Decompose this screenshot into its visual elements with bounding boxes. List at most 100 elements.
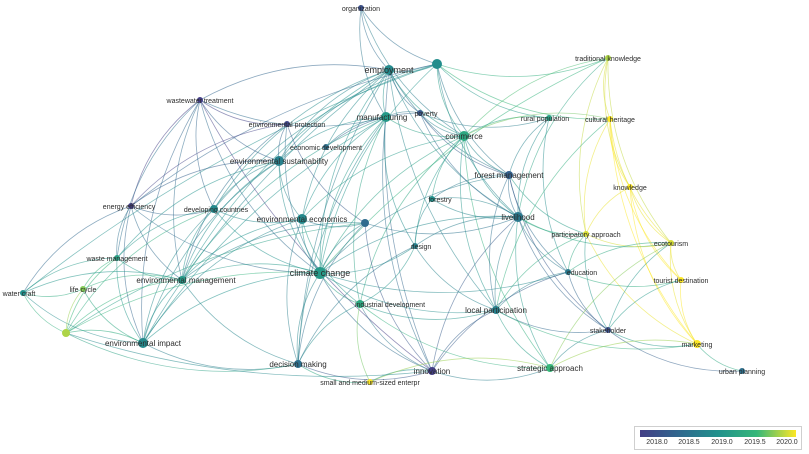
edge-stakeholder-strategic_approach bbox=[549, 329, 609, 369]
edge-forest_management-forestry bbox=[431, 174, 510, 200]
node-knowledge[interactable] bbox=[627, 184, 633, 190]
node-traditional_knowledge[interactable] bbox=[605, 55, 611, 61]
node-developing_countries[interactable] bbox=[210, 205, 218, 213]
edge-waste_management-water_craft bbox=[22, 257, 118, 294]
edge-employment-forest_management bbox=[388, 69, 510, 176]
node-organization[interactable] bbox=[358, 5, 364, 11]
node-ecotourism[interactable] bbox=[668, 240, 674, 246]
edge-decision_making-small_medium bbox=[297, 363, 371, 383]
edge-innovation-small_medium bbox=[369, 369, 433, 383]
edge-climate_change-local_participation bbox=[319, 272, 497, 314]
edge-climate_change-design bbox=[319, 245, 416, 274]
node-poverty[interactable] bbox=[417, 110, 423, 116]
edge-hub_top-livelihood bbox=[436, 63, 519, 218]
edge-industrial_development-strategic_approach bbox=[359, 303, 551, 369]
edge-forest_management-education bbox=[508, 174, 569, 273]
node-small_medium[interactable] bbox=[367, 379, 373, 385]
edge-organization-employment bbox=[360, 7, 390, 71]
edge-education-innovation bbox=[431, 271, 569, 372]
edge-environmental_economics-environmental_impact bbox=[142, 218, 303, 344]
edge-water_craft-hub_left bbox=[22, 292, 67, 334]
node-forest_management[interactable] bbox=[505, 171, 513, 179]
edge-wastewater_treatment-developing_countries bbox=[195, 99, 215, 210]
edge-energy_efficiency-developing_countries bbox=[130, 205, 215, 216]
node-climate_change[interactable] bbox=[314, 267, 326, 279]
node-rural_population[interactable] bbox=[546, 115, 552, 121]
edge-organization-commerce bbox=[360, 7, 465, 137]
edge-environmental_management-hub_left bbox=[65, 279, 183, 334]
edge-hub_mid-hub_left bbox=[65, 222, 366, 334]
node-manufacturing[interactable] bbox=[381, 112, 391, 122]
legend-tick: 2018.5 bbox=[678, 439, 700, 446]
node-industrial_development[interactable] bbox=[356, 300, 364, 308]
node-cultural_heritage[interactable] bbox=[607, 116, 613, 122]
node-hub_mid[interactable] bbox=[361, 219, 369, 227]
edge-rural_population-education bbox=[542, 117, 569, 273]
node-participatory_approach[interactable] bbox=[583, 231, 589, 237]
node-education[interactable] bbox=[565, 269, 571, 275]
edge-cultural_heritage-commerce bbox=[463, 112, 611, 137]
edge-hub_mid-decision_making bbox=[297, 222, 366, 365]
edge-industrial_development-innovation bbox=[359, 303, 433, 372]
node-environmental_management[interactable] bbox=[178, 276, 186, 284]
node-livelihood[interactable] bbox=[513, 212, 523, 222]
label-developing_countries: developing countries bbox=[184, 207, 249, 214]
edge-marketing-strategic_approach bbox=[549, 339, 698, 369]
legend-tick: 2019.5 bbox=[744, 439, 766, 446]
edge-cultural_heritage-knowledge bbox=[609, 118, 631, 188]
edge-environmental_sustainability-developing_countries bbox=[213, 160, 280, 210]
node-tourist_destination[interactable] bbox=[678, 277, 684, 283]
node-life_cycle[interactable] bbox=[80, 286, 86, 292]
edge-environmental_economics-hub_mid bbox=[301, 218, 366, 228]
edge-livelihood-education bbox=[517, 216, 569, 273]
edge-waste_management-life_cycle bbox=[82, 257, 118, 290]
node-hub_top[interactable] bbox=[432, 59, 442, 69]
label-education: education bbox=[567, 270, 597, 277]
edge-employment-environmental_economics bbox=[301, 69, 390, 220]
edge-environmental_protection-climate_change bbox=[284, 123, 321, 274]
node-waste_management[interactable] bbox=[114, 255, 120, 261]
edge-employment-local_participation bbox=[388, 69, 497, 311]
node-environmental_protection[interactable] bbox=[284, 121, 290, 127]
node-forestry[interactable] bbox=[429, 196, 435, 202]
node-stakeholder[interactable] bbox=[605, 327, 611, 333]
node-environmental_sustainability[interactable] bbox=[274, 156, 284, 166]
edge-poverty-forest_management bbox=[419, 112, 510, 176]
node-water_craft[interactable] bbox=[20, 290, 26, 296]
edge-waste_management-environmental_impact bbox=[116, 257, 144, 344]
label-rural_population: rural population bbox=[521, 116, 569, 123]
node-employment[interactable] bbox=[384, 65, 394, 75]
node-strategic_approach[interactable] bbox=[546, 364, 554, 372]
edge-ecotourism-education bbox=[567, 242, 672, 273]
node-decision_making[interactable] bbox=[294, 360, 302, 368]
edge-energy_efficiency-environmental_management bbox=[130, 205, 183, 281]
edge-manufacturing-environmental_management bbox=[181, 116, 387, 281]
node-environmental_impact[interactable] bbox=[138, 338, 148, 348]
edge-rural_population-forest_management bbox=[508, 117, 550, 176]
node-innovation[interactable] bbox=[428, 367, 436, 375]
node-hub_left[interactable] bbox=[62, 329, 70, 337]
node-economic_development[interactable] bbox=[323, 144, 329, 150]
node-local_participation[interactable] bbox=[492, 306, 500, 314]
edge-cultural_heritage-marketing bbox=[609, 118, 698, 345]
edge-traditional_knowledge-participatory_approach bbox=[578, 57, 609, 235]
node-environmental_economics[interactable] bbox=[297, 214, 307, 224]
node-wastewater_treatment[interactable] bbox=[197, 97, 203, 103]
edge-manufacturing-design bbox=[383, 116, 416, 247]
edge-energy_efficiency-waste_management bbox=[116, 205, 132, 259]
node-urban_planning[interactable] bbox=[739, 368, 745, 374]
edge-hub_top-cultural_heritage bbox=[436, 63, 611, 120]
edge-livelihood-local_participation bbox=[494, 216, 519, 311]
node-energy_efficiency[interactable] bbox=[128, 203, 134, 209]
edge-manufacturing-decision_making bbox=[297, 116, 387, 365]
node-marketing[interactable] bbox=[693, 340, 701, 348]
label-strategic_approach: strategic approach bbox=[517, 364, 583, 373]
edge-marketing-urban_planning bbox=[696, 343, 743, 372]
legend-tick: 2020.0 bbox=[776, 439, 798, 446]
node-design[interactable] bbox=[412, 243, 418, 249]
label-local_participation: local participation bbox=[465, 306, 527, 315]
node-commerce[interactable] bbox=[459, 131, 469, 141]
edge-layer bbox=[22, 7, 743, 383]
label-manufacturing: manufacturing bbox=[357, 113, 408, 122]
